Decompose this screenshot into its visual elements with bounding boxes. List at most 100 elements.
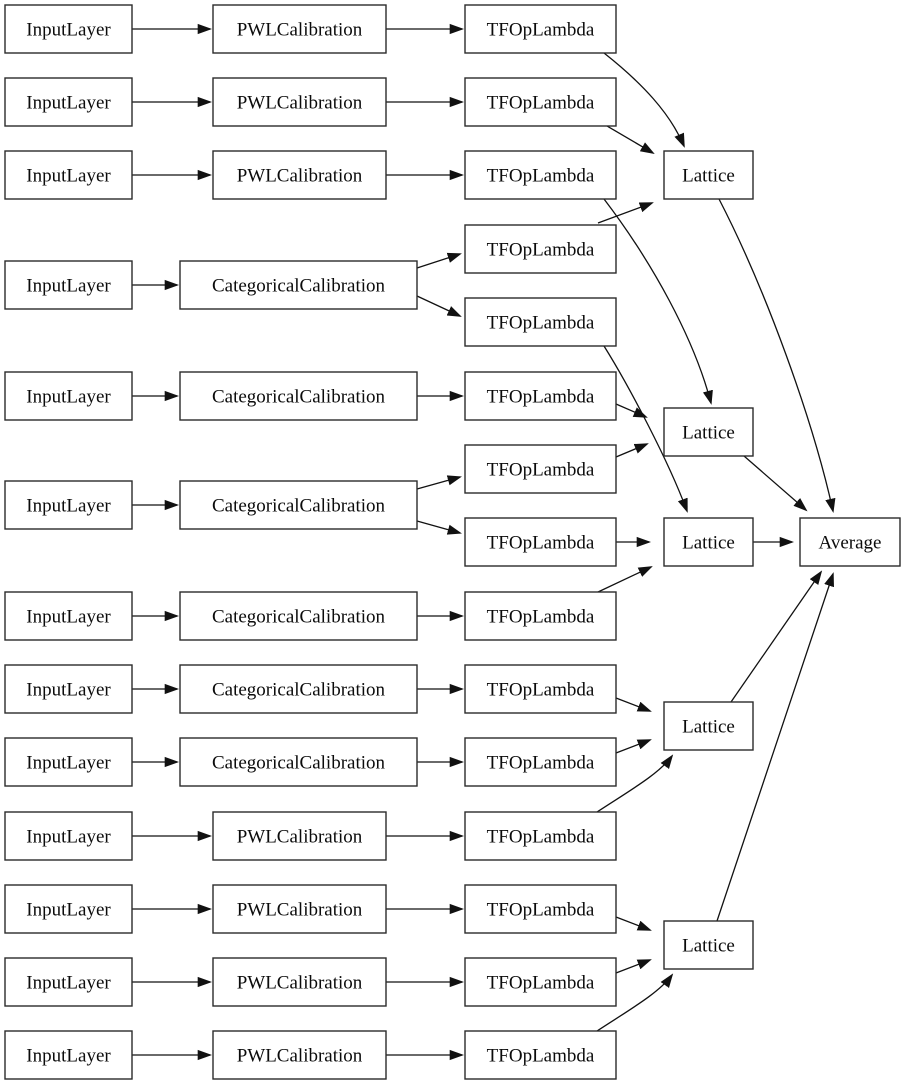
node-label: TFOpLambda: [487, 166, 595, 187]
node-label: Average: [819, 533, 882, 554]
node-label: TFOpLambda: [487, 753, 595, 774]
node-lattice-1: Lattice: [663, 150, 754, 200]
node-label: PWLCalibration: [237, 93, 363, 114]
node-cat-2: CategoricalCalibration: [179, 371, 418, 421]
node-tfop-9: TFOpLambda: [464, 591, 617, 641]
node-cat-4: CategoricalCalibration: [179, 591, 418, 641]
edge-tfop-4-lattice-1: [597, 202, 654, 224]
node-label: PWLCalibration: [237, 166, 363, 187]
edge-cat-1-tfop-4: [416, 252, 462, 269]
edge-tfop-9-lattice-3: [597, 566, 653, 593]
node-label: TFOpLambda: [487, 900, 595, 921]
edge-tfop-5-lattice-3: [603, 345, 688, 513]
node-label: InputLayer: [26, 1046, 111, 1067]
node-pwl-1: PWLCalibration: [212, 4, 387, 54]
node-input-2: InputLayer: [4, 77, 133, 127]
node-tfop-8: TFOpLambda: [464, 517, 617, 567]
node-tfop-11: TFOpLambda: [464, 737, 617, 787]
node-label: TFOpLambda: [487, 680, 595, 701]
node-label: Lattice: [682, 166, 735, 187]
node-tfop-14: TFOpLambda: [464, 957, 617, 1007]
edge-cat-1-tfop-5: [416, 295, 462, 317]
node-label: CategoricalCalibration: [212, 387, 386, 408]
edges: [132, 23, 836, 1061]
node-label: TFOpLambda: [487, 533, 595, 554]
node-tfop-12: TFOpLambda: [464, 811, 617, 861]
edge-tfop-11-lattice-4: [615, 739, 652, 754]
node-tfop-2: TFOpLambda: [464, 77, 617, 127]
edge-cat-3-tfop-7: [416, 475, 462, 490]
edge-lattice-1-average: [718, 198, 836, 513]
node-label: PWLCalibration: [237, 973, 363, 994]
edge-tfop-12-lattice-4: [596, 754, 674, 813]
node-label: TFOpLambda: [487, 240, 595, 261]
node-label: InputLayer: [26, 680, 111, 701]
node-cat-1: CategoricalCalibration: [179, 260, 418, 310]
node-label: InputLayer: [26, 607, 111, 628]
node-tfop-6: TFOpLambda: [464, 371, 617, 421]
node-lattice-5: Lattice: [663, 920, 754, 970]
node-label: InputLayer: [26, 20, 111, 41]
node-tfop-4: TFOpLambda: [464, 224, 617, 274]
node-label: CategoricalCalibration: [212, 607, 386, 628]
edge-tfop-14-lattice-5: [615, 959, 652, 974]
edge-tfop-13-lattice-5: [615, 916, 652, 931]
node-label: InputLayer: [26, 276, 111, 297]
edge-tfop-1-lattice-1: [603, 52, 685, 148]
node-pwl-2: PWLCalibration: [212, 77, 387, 127]
nodes: InputLayer InputLayer InputLayer InputLa…: [4, 4, 901, 1080]
edge-tfop-15-lattice-5: [596, 973, 674, 1032]
node-cat-3: CategoricalCalibration: [179, 480, 418, 530]
node-lattice-4: Lattice: [663, 701, 754, 751]
node-tfop-13: TFOpLambda: [464, 884, 617, 934]
node-label: CategoricalCalibration: [212, 496, 386, 517]
node-input-10: InputLayer: [4, 811, 133, 861]
node-label: Lattice: [682, 533, 735, 554]
node-tfop-3: TFOpLambda: [464, 150, 617, 200]
node-input-5: InputLayer: [4, 371, 133, 421]
node-label: TFOpLambda: [487, 607, 595, 628]
node-lattice-3: Lattice: [663, 517, 754, 567]
node-input-3: InputLayer: [4, 150, 133, 200]
node-input-7: InputLayer: [4, 591, 133, 641]
node-pwl-4: PWLCalibration: [212, 811, 387, 861]
node-cat-5: CategoricalCalibration: [179, 664, 418, 714]
edge-lattice-4-average: [730, 570, 823, 703]
node-label: CategoricalCalibration: [212, 680, 386, 701]
node-pwl-6: PWLCalibration: [212, 957, 387, 1007]
node-label: InputLayer: [26, 387, 111, 408]
node-label: CategoricalCalibration: [212, 753, 386, 774]
node-label: CategoricalCalibration: [212, 276, 386, 297]
node-cat-6: CategoricalCalibration: [179, 737, 418, 787]
node-tfop-7: TFOpLambda: [464, 444, 617, 494]
edge-cat-3-tfop-8: [416, 520, 462, 535]
node-label: TFOpLambda: [487, 973, 595, 994]
node-label: InputLayer: [26, 93, 111, 114]
node-input-13: InputLayer: [4, 1030, 133, 1080]
node-input-8: InputLayer: [4, 664, 133, 714]
node-label: InputLayer: [26, 166, 111, 187]
node-label: TFOpLambda: [487, 460, 595, 481]
edge-lattice-2-average: [743, 455, 808, 512]
node-label: TFOpLambda: [487, 313, 595, 334]
edge-tfop-2-lattice-1: [606, 125, 655, 155]
node-lattice-2: Lattice: [663, 407, 754, 457]
edge-tfop-7-lattice-2: [615, 443, 649, 458]
node-pwl-3: PWLCalibration: [212, 150, 387, 200]
node-tfop-5: TFOpLambda: [464, 297, 617, 347]
edge-tfop-6-lattice-2: [615, 403, 648, 418]
node-label: InputLayer: [26, 900, 111, 921]
node-input-6: InputLayer: [4, 480, 133, 530]
node-input-11: InputLayer: [4, 884, 133, 934]
node-label: TFOpLambda: [487, 93, 595, 114]
node-tfop-1: TFOpLambda: [464, 4, 617, 54]
edge-tfop-3-lattice-2: [603, 198, 713, 405]
node-label: TFOpLambda: [487, 387, 595, 408]
node-label: PWLCalibration: [237, 827, 363, 848]
edge-lattice-5-average: [716, 572, 834, 922]
node-label: Lattice: [682, 936, 735, 957]
node-label: InputLayer: [26, 496, 111, 517]
node-label: PWLCalibration: [237, 900, 363, 921]
node-label: InputLayer: [26, 827, 111, 848]
